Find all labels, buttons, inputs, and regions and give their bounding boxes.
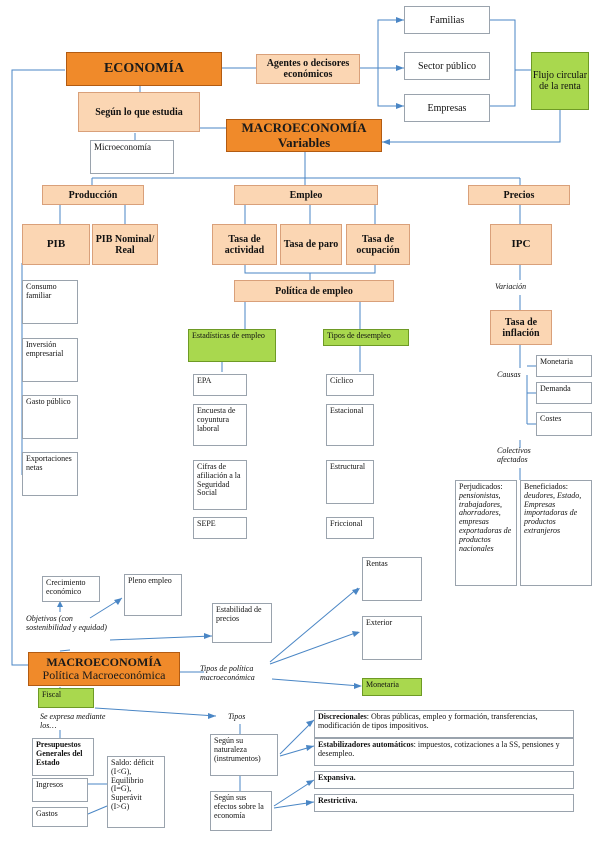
- sector-publico-node: Sector público: [404, 52, 490, 80]
- estabilizadores-node: Estabilizadores automáticos: impuestos, …: [314, 738, 574, 766]
- restrictiva-node: Restrictiva.: [314, 794, 574, 812]
- causa-monetaria-node: Monetaria: [536, 355, 592, 377]
- causa-costes-node: Costes: [536, 412, 592, 436]
- perjudicados-node: Perjudicados: pensionistas, trabajadores…: [455, 480, 517, 586]
- ciclico-node: Cíclico: [326, 374, 374, 396]
- consumo-node: Consumo familiar: [22, 280, 78, 324]
- tipos-label: Tipos: [228, 712, 246, 721]
- macroeconomia-politica-node: MACROECONOMÍA Política Macroeconómica: [28, 652, 180, 686]
- expansiva-node: Expansiva.: [314, 771, 574, 789]
- segun-naturaleza-node: Según su naturaleza (instrumentos): [210, 734, 278, 776]
- rentas-node: Rentas: [362, 557, 422, 601]
- tasa-paro-node: Tasa de paro: [280, 224, 342, 265]
- empleo-node: Empleo: [234, 185, 378, 205]
- produccion-node: Producción: [42, 185, 144, 205]
- estabilidad-precios-node: Estabilidad de precios: [212, 603, 272, 643]
- pleno-empleo-node: Pleno empleo: [124, 574, 182, 616]
- gasto-publico-node: Gasto público: [22, 395, 78, 439]
- variacion-label: Variación: [495, 282, 527, 291]
- tasa-ocupacion-node: Tasa de ocupación: [346, 224, 410, 265]
- pib-node: PIB: [22, 224, 90, 265]
- cifras-afiliacion-node: Cifras de afiliación a la Seguridad Soci…: [193, 460, 247, 510]
- fiscal-node: Fiscal: [38, 688, 94, 708]
- encuesta-node: Encuesta de coyuntura laboral: [193, 404, 247, 446]
- tasa-inflacion-node: Tasa de inflación: [490, 310, 552, 345]
- ipc-node: IPC: [490, 224, 552, 265]
- estadisticas-empleo-node: Estadísticas de empleo: [188, 329, 276, 362]
- macroeconomia-variables-node: MACROECONOMÍA Variables: [226, 119, 382, 152]
- exterior-node: Exterior: [362, 616, 422, 660]
- segun-lo-que-estudia-node: Según lo que estudia: [78, 92, 200, 132]
- microeconomia-node: Microeconomía: [90, 140, 174, 174]
- inversion-node: Inversión empresarial: [22, 338, 78, 382]
- economia-node: ECONOMÍA: [66, 52, 222, 86]
- pib-nominal-real-node: PIB Nominal/ Real: [92, 224, 158, 265]
- agentes-node: Agentes o decisores económicos: [256, 54, 360, 84]
- estacional-node: Estacional: [326, 404, 374, 446]
- se-expresa-label: Se expresa mediante los…: [40, 712, 106, 731]
- tipos-desempleo-node: Tipos de desempleo: [323, 329, 409, 346]
- causa-demanda-node: Demanda: [536, 382, 592, 404]
- friccional-node: Friccional: [326, 517, 374, 539]
- familias-node: Familias: [404, 6, 490, 34]
- estructural-node: Estructural: [326, 460, 374, 504]
- epa-node: EPA: [193, 374, 247, 396]
- segun-efectos-node: Según sus efectos sobre la economía: [210, 791, 272, 831]
- discrecionales-node: Discrecionales: Obras públicas, empleo y…: [314, 710, 574, 738]
- causas-label: Causas: [497, 370, 521, 379]
- monetaria-politica-node: Monetaria: [362, 678, 422, 696]
- flujo-circular-node: Flujo circular de la renta: [531, 52, 589, 110]
- tasa-actividad-node: Tasa de actividad: [212, 224, 277, 265]
- politica-empleo-node: Política de empleo: [234, 280, 394, 302]
- crecimiento-node: Crecimiento económico: [42, 576, 100, 602]
- empresas-node: Empresas: [404, 94, 490, 122]
- ingresos-node: Ingresos: [32, 778, 88, 802]
- gastos-node: Gastos: [32, 807, 88, 827]
- precios-node: Precios: [468, 185, 570, 205]
- beneficiados-node: Beneficiados: deudores, Estado, Empresas…: [520, 480, 592, 586]
- sepe-node: SEPE: [193, 517, 247, 539]
- presupuestos-node: Presupuestos Generales del Estado: [32, 738, 94, 776]
- colectivos-label: Colectivos afectados: [497, 446, 531, 465]
- tipos-politica-label: Tipos de política macroeconómica: [200, 664, 255, 683]
- objetivos-label: Objetivos (con sostenibilidad y equidad): [26, 614, 107, 633]
- exportaciones-node: Exportaciones netas: [22, 452, 78, 496]
- saldo-node: Saldo: déficit (I<G), Equilibrio (I=G), …: [107, 756, 165, 828]
